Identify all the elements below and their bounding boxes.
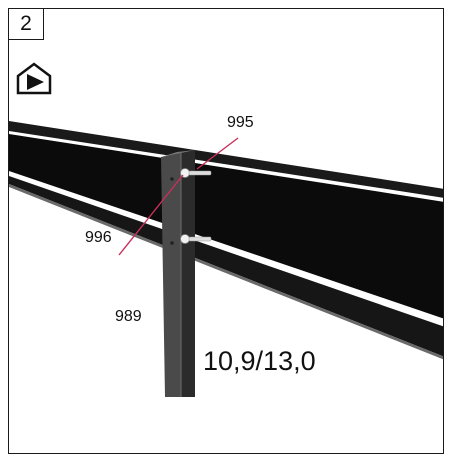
screw-996 (180, 234, 212, 244)
upper-rail (9, 121, 443, 198)
lower-rail (9, 176, 443, 357)
part-label-989: 989 (115, 308, 142, 325)
dimension-label: 10,9/13,0 (203, 346, 316, 376)
part-label-996: 996 (85, 229, 112, 246)
fence-illustration (9, 121, 443, 397)
leader-line-996 (118, 174, 184, 256)
fence-panel (9, 134, 443, 319)
post-side (181, 150, 195, 397)
post (161, 153, 181, 397)
instruction-step-frame: 2 (8, 8, 444, 454)
part-label-995: 995 (227, 114, 254, 131)
view-direction-arrow-icon (16, 62, 52, 95)
step-number: 2 (9, 9, 44, 40)
leader-line-995 (196, 137, 239, 170)
